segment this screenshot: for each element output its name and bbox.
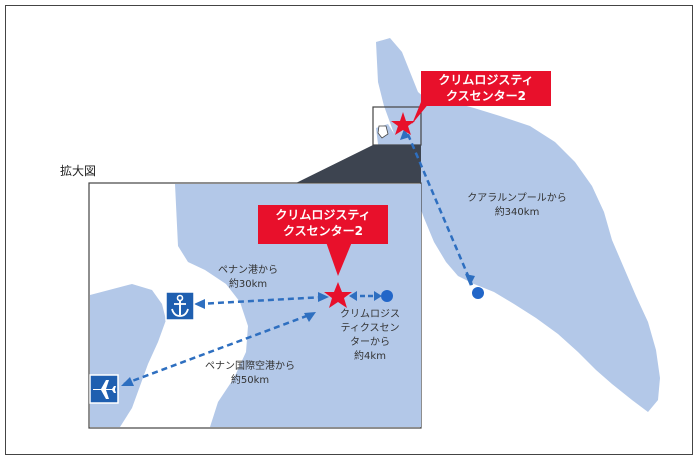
airport-label: ペナン国際空港から 約50km bbox=[194, 360, 306, 388]
inset-star-icon bbox=[324, 282, 352, 308]
peninsula-land bbox=[376, 38, 660, 412]
route-center-arrow-b bbox=[374, 291, 382, 301]
route-airport-arrow-b bbox=[304, 312, 316, 322]
route-center-arrow-a bbox=[349, 291, 357, 301]
route-kl-arrow-start bbox=[400, 129, 410, 140]
route-port-arrow-b bbox=[318, 292, 329, 302]
route-kl-arrow-end bbox=[465, 274, 475, 286]
inset-title: 拡大図 bbox=[60, 164, 97, 178]
airport-label-line2: 約50km bbox=[230, 375, 270, 386]
inset-callout-pointer bbox=[326, 242, 352, 276]
star-icon bbox=[391, 112, 415, 135]
kl-label-line1: クアラルンプールから bbox=[467, 193, 567, 204]
main-callout-line2: クスセンター2 bbox=[446, 89, 526, 103]
port-label-line1: ペナン港から bbox=[218, 265, 278, 276]
route-port bbox=[197, 295, 325, 306]
center-label-line1: クリムロジス bbox=[340, 309, 400, 320]
inset-mainland bbox=[175, 184, 421, 427]
center-label-line3: ターから bbox=[350, 337, 390, 348]
kl-label: クアラルンプールから 約340km bbox=[452, 192, 582, 220]
airplane-icon bbox=[89, 374, 119, 404]
center-dot bbox=[381, 290, 393, 302]
main-callout: クリムロジスティ クスセンター2 bbox=[421, 71, 551, 106]
anchor-icon bbox=[165, 291, 195, 321]
port-label-line2: 約30km bbox=[228, 279, 268, 290]
route-airport bbox=[123, 312, 313, 386]
penang-island-small bbox=[377, 125, 389, 139]
center-label-line4: 約4km bbox=[354, 351, 386, 362]
inset-callout-line2: クスセンター2 bbox=[283, 224, 363, 238]
zoom-connector bbox=[296, 145, 421, 183]
kl-dot bbox=[472, 287, 484, 299]
center-label: クリムロジス ティクスセン ターから 約4km bbox=[330, 308, 410, 364]
airport-label-line1: ペナン国際空港から bbox=[205, 361, 295, 372]
kl-label-line2: 約340km bbox=[494, 207, 540, 218]
inset-callout-line1: クリムロジスティ bbox=[275, 208, 371, 222]
route-airport-arrow-a bbox=[121, 377, 134, 386]
route-kl bbox=[402, 124, 474, 286]
route-port-arrow-a bbox=[194, 299, 205, 309]
main-callout-line1: クリムロジスティ bbox=[438, 73, 534, 87]
main-callout-pointer bbox=[412, 102, 430, 124]
inset-callout: クリムロジスティ クスセンター2 bbox=[258, 205, 388, 244]
center-label-line2: ティクスセン bbox=[340, 323, 400, 334]
port-label: ペナン港から 約30km bbox=[212, 264, 284, 292]
